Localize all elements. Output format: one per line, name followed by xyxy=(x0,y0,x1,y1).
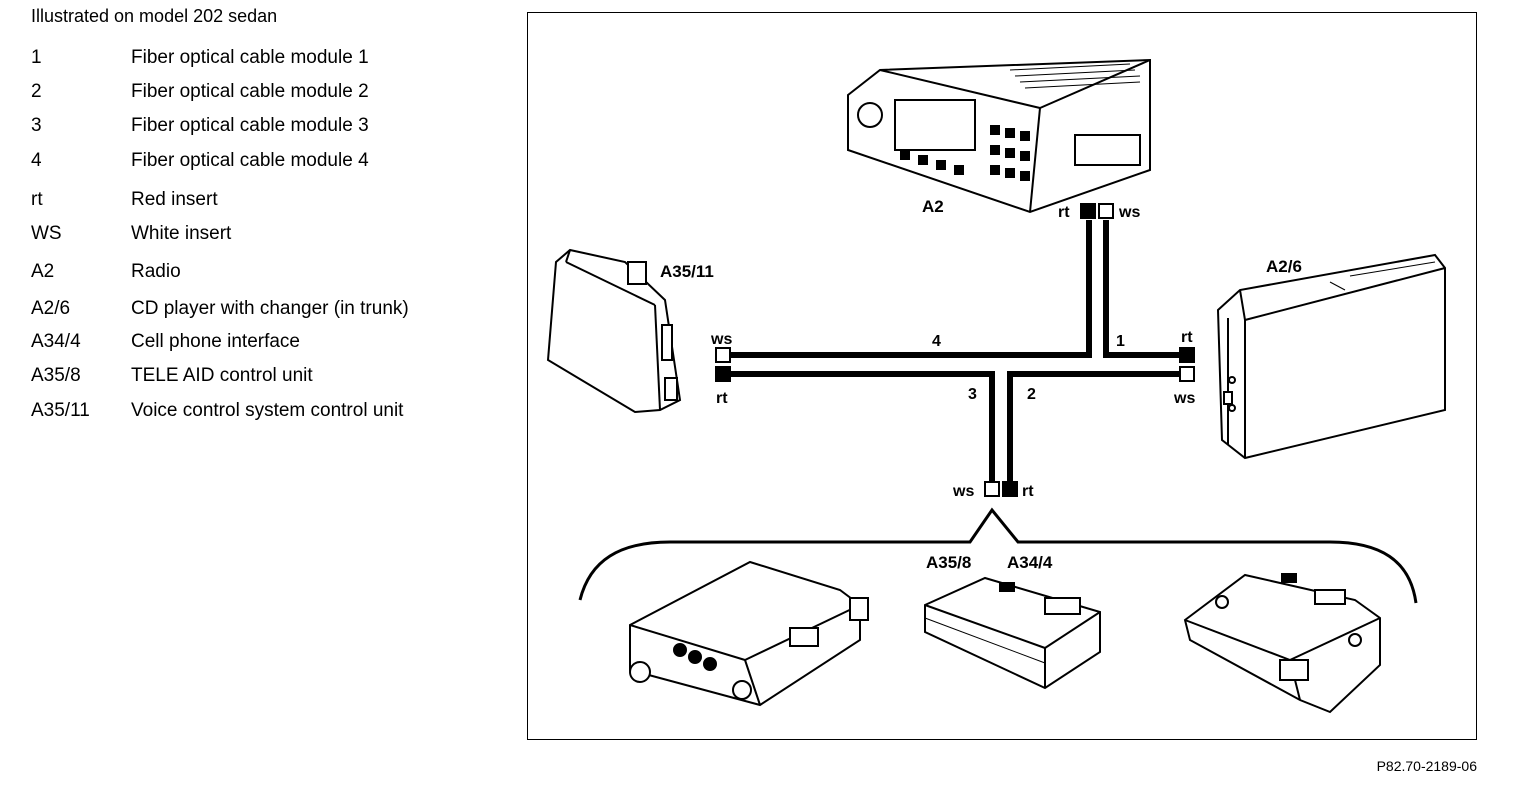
legend-desc: Fiber optical cable module 3 xyxy=(131,115,369,136)
bottom-ws-insert xyxy=(984,481,1000,497)
vc-rt-label: rt xyxy=(716,390,728,407)
bottom-ws-label: ws xyxy=(952,483,974,500)
radio-rt-insert xyxy=(1080,203,1096,219)
legend-desc: Fiber optical cable module 4 xyxy=(131,150,369,171)
cable-3-label: 3 xyxy=(968,386,977,403)
bottom-rt-insert xyxy=(1002,481,1018,497)
legend-key: 4 xyxy=(31,150,42,171)
tele-aid-unit xyxy=(629,560,869,707)
legend-desc: Voice control system control unit xyxy=(131,400,404,421)
inserts xyxy=(715,203,1195,497)
legend-desc: TELE AID control unit xyxy=(131,365,313,386)
figure-frame xyxy=(527,12,1477,740)
legend-desc: Radio xyxy=(131,261,181,282)
legend-desc: White insert xyxy=(131,223,232,244)
cd-ws-insert xyxy=(1179,366,1195,382)
legend-key: 2 xyxy=(31,81,42,102)
cable-4-path xyxy=(730,220,1092,358)
cable-2-path xyxy=(1007,371,1180,482)
cable-3-path xyxy=(730,371,995,482)
legend-desc: Cell phone interface xyxy=(131,331,300,352)
bottom-rt-label: rt xyxy=(1022,483,1034,500)
legend-key: A2/6 xyxy=(31,298,71,319)
cd-ws-label: ws xyxy=(1173,390,1195,407)
legend-key: 3 xyxy=(31,115,42,136)
cd-rt-insert xyxy=(1179,347,1195,363)
voice-control-unit xyxy=(546,248,682,414)
cable-4-label: 4 xyxy=(932,333,941,350)
legend-key: A35/11 xyxy=(31,400,90,421)
legend-desc: CD player with changer (in trunk) xyxy=(131,298,409,319)
fiber-cables xyxy=(730,220,1180,482)
cell-interface-unit xyxy=(924,576,1101,690)
legend-key: rt xyxy=(31,189,43,210)
cable-1-path xyxy=(1103,220,1180,358)
radio-unit xyxy=(847,58,1151,214)
figure-id: P82.70-2189-06 xyxy=(1376,758,1477,774)
vc-ws-label: ws xyxy=(710,331,732,348)
legend-desc: Red insert xyxy=(131,189,218,210)
cable-2-label: 2 xyxy=(1027,386,1036,403)
legend-key: A2 xyxy=(31,261,55,282)
cable-1-label: 1 xyxy=(1116,333,1125,350)
legend-key: A34/4 xyxy=(31,331,81,352)
radio-label: A2 xyxy=(922,197,944,216)
radio-ws-label: ws xyxy=(1118,204,1140,221)
cd-changer-label: A2/6 xyxy=(1266,257,1302,276)
radio-rt-label: rt xyxy=(1058,204,1070,221)
legend-key: WS xyxy=(31,223,62,244)
legend-key: 1 xyxy=(31,47,42,68)
vc-rt-insert xyxy=(715,366,731,382)
legend-desc: Fiber optical cable module 1 xyxy=(131,47,369,68)
voice-control-label: A35/11 xyxy=(660,262,714,281)
legend-title: Illustrated on model 202 sedan xyxy=(31,6,278,26)
cd-rt-label: rt xyxy=(1181,329,1193,346)
legend-key: A35/8 xyxy=(31,365,81,386)
bottom-units-bracket xyxy=(578,507,1418,604)
radio-ws-insert xyxy=(1098,203,1114,219)
tele-aid-label: A35/8 xyxy=(926,553,971,572)
legend-desc: Fiber optical cable module 2 xyxy=(131,81,369,102)
vc-ws-insert xyxy=(715,347,731,363)
cd-changer-unit xyxy=(1216,253,1446,460)
cell-interface-label: A34/4 xyxy=(1007,553,1053,572)
control-module-unit xyxy=(1183,573,1381,714)
